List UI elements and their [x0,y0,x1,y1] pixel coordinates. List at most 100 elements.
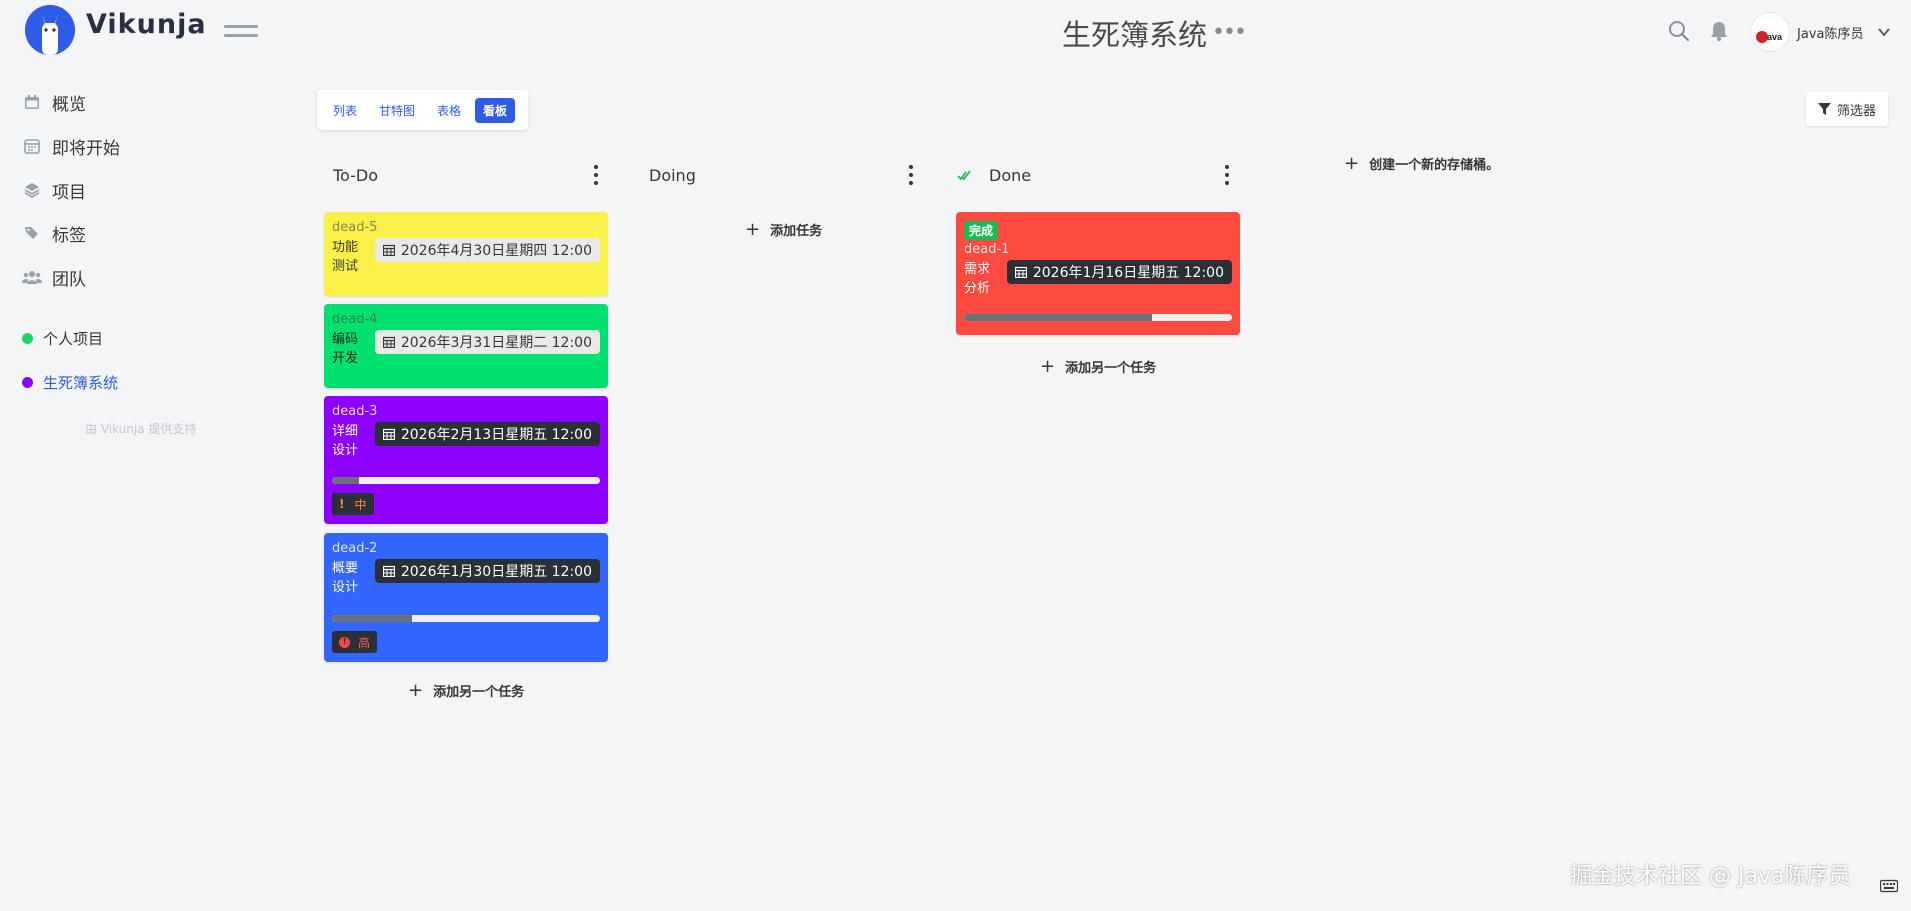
add-task-button[interactable]: + 添加另一个任务 [1040,356,1156,377]
top-bar: Vikunja 生死簿系统 ••• ava Java陈序员 [0,0,1911,64]
priority-icon: ! [339,497,345,511]
sidebar-item-upcoming[interactable]: 即将开始 [22,133,120,159]
calendar-icon [382,244,395,256]
sidebar-item-label: 概览 [52,94,86,115]
priority-label: 高 [358,635,371,650]
filter-label: 筛选器 [1836,103,1876,119]
search-icon[interactable] [1668,20,1690,42]
done-badge: 完成 [964,221,999,240]
tab-list[interactable]: 列表 [333,103,358,118]
project-menu-icon[interactable]: ••• [1212,20,1247,45]
due-date: 2026年2月13日星期五 12:00 [400,427,592,443]
add-task-button[interactable]: + 添加另一个任务 [408,680,524,701]
task-identifier: dead-1 [964,242,1010,257]
calendar-grid-icon [22,136,42,156]
create-bucket-button[interactable]: + 创建一个新的存储桶。 [1344,153,1499,174]
priority-badge: ! 高 [332,631,378,653]
tab-table[interactable]: 表格 [437,103,462,118]
priority-high-icon: ! [339,636,350,648]
sidebar-item-label: 团队 [52,269,86,290]
notifications-bell-icon[interactable] [1709,20,1729,42]
vikunja-logo-icon[interactable] [25,5,75,55]
plus-icon: + [1344,153,1360,174]
page-title: 生死簿系统 [1062,18,1208,52]
task-progress-fill [332,615,413,622]
sidebar-item-labels[interactable]: 标签 [22,220,86,246]
tags-icon [22,223,42,243]
task-title: 需求分析 [964,262,991,296]
add-task-label: 添加另一个任务 [433,685,525,700]
bucket-menu-icon[interactable] [1221,163,1233,187]
sidebar-item-label: 标签 [52,225,86,246]
users-icon [22,267,42,287]
calendar-icon [382,336,395,348]
bucket-header-doing: Doing [649,160,696,190]
task-card[interactable]: dead-2 概要设计 2026年1月30日星期五 12:00 ! 高 [324,533,608,662]
due-date-badge: 2026年2月13日星期五 12:00 [374,422,600,446]
tab-kanban[interactable]: 看板 [475,97,516,123]
task-card[interactable]: dead-4 编码开发 2026年3月31日星期二 12:00 [324,304,608,388]
sidebar-item-label: 项目 [52,182,86,203]
svg-text:ava: ava [1767,32,1783,42]
calendar-icon [382,565,395,577]
project-label: 个人项目 [43,329,104,348]
task-identifier: dead-3 [332,404,378,419]
plus-icon: + [1040,356,1056,377]
task-progress-fill [964,314,1152,321]
tab-gantt[interactable]: 甘特图 [379,103,416,118]
sidebar-item-overview[interactable]: 概览 [22,89,86,115]
keyboard-icon[interactable] [1879,878,1899,893]
bucket-title[interactable]: To-Do [333,165,379,185]
add-task-label: 添加任务 [770,224,823,239]
due-date-badge: 2026年1月16日星期五 12:00 [1006,260,1232,284]
bucket-menu-icon[interactable] [590,163,602,187]
task-card[interactable]: 完成 dead-1 需求分析 2026年1月16日星期五 12:00 [956,212,1240,335]
task-card[interactable]: dead-3 详细设计 2026年2月13日星期五 12:00 ! 中 [324,396,608,524]
app-name[interactable]: Vikunja [86,9,207,40]
menu-toggle-icon[interactable] [224,22,258,40]
task-progress-bar [964,314,1232,321]
task-title: 详细设计 [332,424,359,458]
bucket-title[interactable]: Done [989,165,1032,185]
task-progress-bar [332,477,600,484]
due-date-badge: 2026年1月30日星期五 12:00 [374,559,600,583]
project-color-dot [22,332,33,344]
add-task-button[interactable]: + 添加任务 [745,219,822,240]
project-color-dot [22,376,33,388]
create-bucket-label: 创建一个新的存储桶。 [1369,158,1500,173]
bucket-header-todo: To-Do [333,160,378,190]
bucket-title[interactable]: Doing [649,165,696,185]
due-date: 2026年1月16日星期五 12:00 [1032,265,1224,281]
powered-by-text[interactable]: 由 Vikunja 提供支持 [85,422,197,436]
due-date: 2026年1月30日星期五 12:00 [400,564,592,580]
priority-badge: ! 中 [332,493,374,515]
sidebar-item-teams[interactable]: 团队 [22,264,86,290]
task-progress-bar [332,615,600,622]
bucket-header-done: Done [957,160,1031,190]
sidebar-item-projects[interactable]: 项目 [22,177,86,203]
task-card[interactable]: dead-5 功能测试 2026年4月30日星期四 12:00 [324,212,608,296]
plus-icon: + [745,219,761,240]
bucket-menu-icon[interactable] [905,163,917,187]
due-date-badge: 2026年3月31日星期二 12:00 [374,330,600,354]
user-name[interactable]: Java陈序员 [1797,27,1864,42]
add-task-label: 添加另一个任务 [1065,361,1157,376]
task-identifier: dead-2 [332,541,378,556]
sidebar-project-personal[interactable]: 个人项目 [22,327,103,349]
done-badge-row: 完成 [964,220,1232,240]
sidebar-project-current[interactable]: 生死簿系统 [22,371,118,393]
project-label: 生死簿系统 [43,373,119,392]
task-identifier: dead-5 [332,220,378,235]
due-date: 2026年4月30日星期四 12:00 [400,243,592,259]
due-date-badge: 2026年4月30日星期四 12:00 [374,238,600,262]
plus-icon: + [408,680,424,701]
chevron-down-icon[interactable] [1877,24,1891,38]
task-title: 编码开发 [332,332,359,366]
view-switcher: 列表 甘特图 表格 看板 [317,90,528,130]
calendar-icon [22,92,42,112]
filter-button[interactable]: 筛选器 [1806,92,1888,126]
layers-icon [22,180,42,200]
avatar[interactable]: ava [1750,12,1790,52]
sidebar-item-label: 即将开始 [52,138,120,159]
watermark-text: 掘金技术社区 @ Java陈序员 [1570,864,1851,889]
